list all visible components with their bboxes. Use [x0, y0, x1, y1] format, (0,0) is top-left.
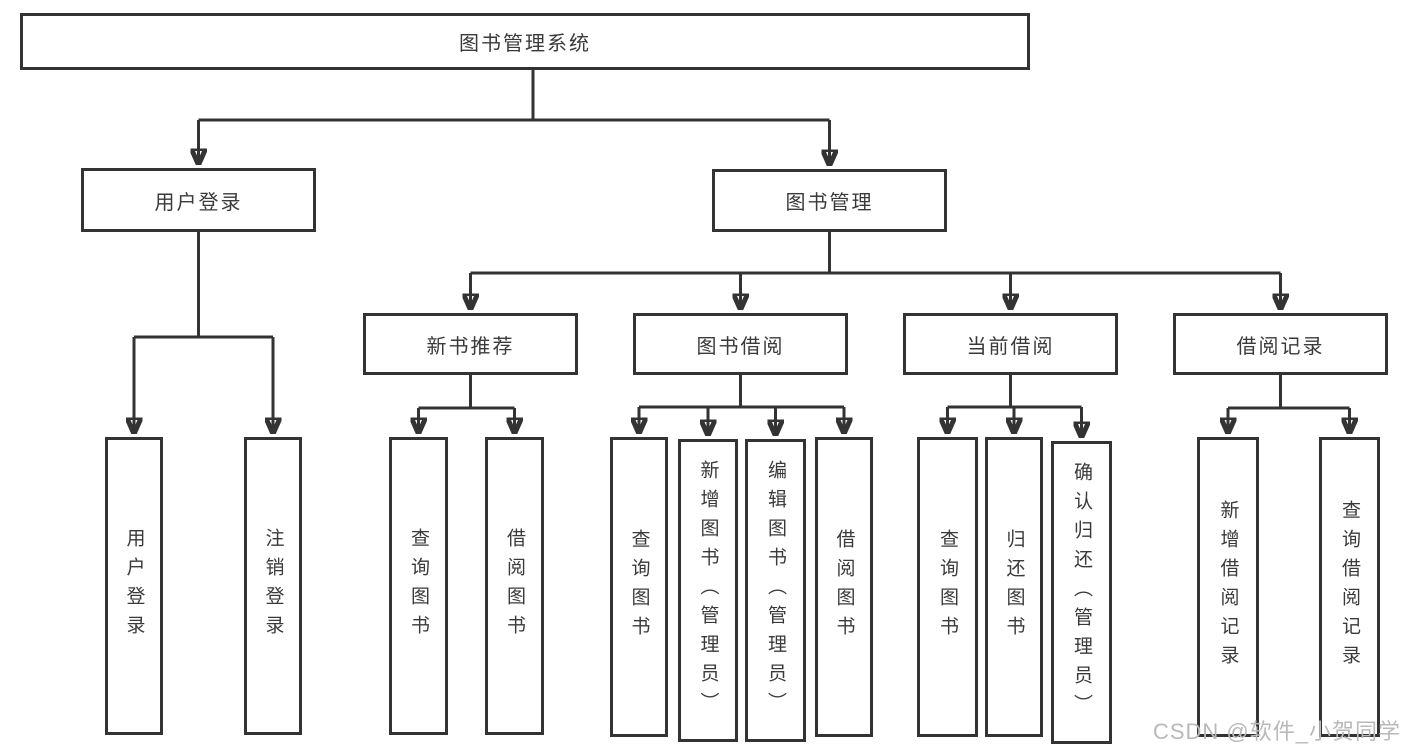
leaf-br-add-record: 新增借阅记录: [1197, 437, 1259, 737]
node-book-borrow: 图书借阅: [633, 313, 848, 375]
node-current-borrow: 当前借阅: [903, 313, 1118, 375]
leaf-bb-query-book-label: 查询图书: [628, 529, 650, 645]
leaf-cb-confirm-return-label: 确认归还（管理员）: [1071, 462, 1092, 723]
leaf-bb-add-book-label: 新增图书（管理员）: [697, 460, 719, 721]
leaf-cb-return-book: 归还图书: [985, 437, 1043, 737]
node-user-login: 用户登录: [81, 168, 316, 232]
watermark: CSDN @软件_小贺同学: [1152, 719, 1401, 744]
leaf-logout-label: 注销登录: [262, 528, 284, 644]
leaf-logout: 注销登录: [244, 437, 302, 735]
leaf-rec-query-book: 查询图书: [389, 437, 448, 735]
leaf-rec-borrow-book: 借阅图书: [485, 437, 544, 735]
node-book-management-label: 图书管理: [785, 192, 874, 214]
leaf-br-query-record: 查询借阅记录: [1319, 437, 1380, 737]
node-borrow-records: 借阅记录: [1173, 313, 1388, 375]
node-borrow-records-label: 借阅记录: [1236, 335, 1325, 358]
node-new-book-recommend-label: 新书推荐: [426, 335, 515, 358]
leaf-cb-query-book: 查询图书: [917, 437, 978, 737]
node-book-management: 图书管理: [712, 169, 947, 232]
node-root-label: 图书管理系统: [459, 33, 591, 55]
leaf-rec-query-book-label: 查询图书: [408, 528, 429, 644]
node-user-login-label: 用户登录: [154, 191, 243, 214]
leaf-br-query-record-label: 查询借阅记录: [1339, 500, 1360, 674]
leaf-user-login: 用户登录: [105, 437, 163, 735]
leaf-bb-edit-book-label: 编辑图书（管理员）: [765, 460, 786, 721]
leaf-user-login-label: 用户登录: [123, 528, 145, 644]
leaf-bb-add-book: 新增图书（管理员）: [678, 439, 738, 742]
leaf-bb-borrow-book: 借阅图书: [815, 437, 873, 737]
leaf-cb-query-book-label: 查询图书: [937, 529, 958, 645]
leaf-cb-confirm-return: 确认归还（管理员）: [1051, 441, 1112, 744]
leaf-cb-return-book-label: 归还图书: [1003, 529, 1025, 645]
node-root: 图书管理系统: [20, 13, 1030, 70]
leaf-br-add-record-label: 新增借阅记录: [1217, 500, 1239, 674]
node-current-borrow-label: 当前借阅: [966, 335, 1055, 358]
node-new-book-recommend: 新书推荐: [363, 313, 578, 375]
leaf-bb-query-book: 查询图书: [610, 437, 668, 737]
node-book-borrow-label: 图书借阅: [696, 335, 785, 358]
leaf-rec-borrow-book-label: 借阅图书: [504, 528, 525, 644]
leaf-bb-edit-book: 编辑图书（管理员）: [745, 439, 806, 742]
leaf-bb-borrow-book-label: 借阅图书: [833, 529, 855, 645]
